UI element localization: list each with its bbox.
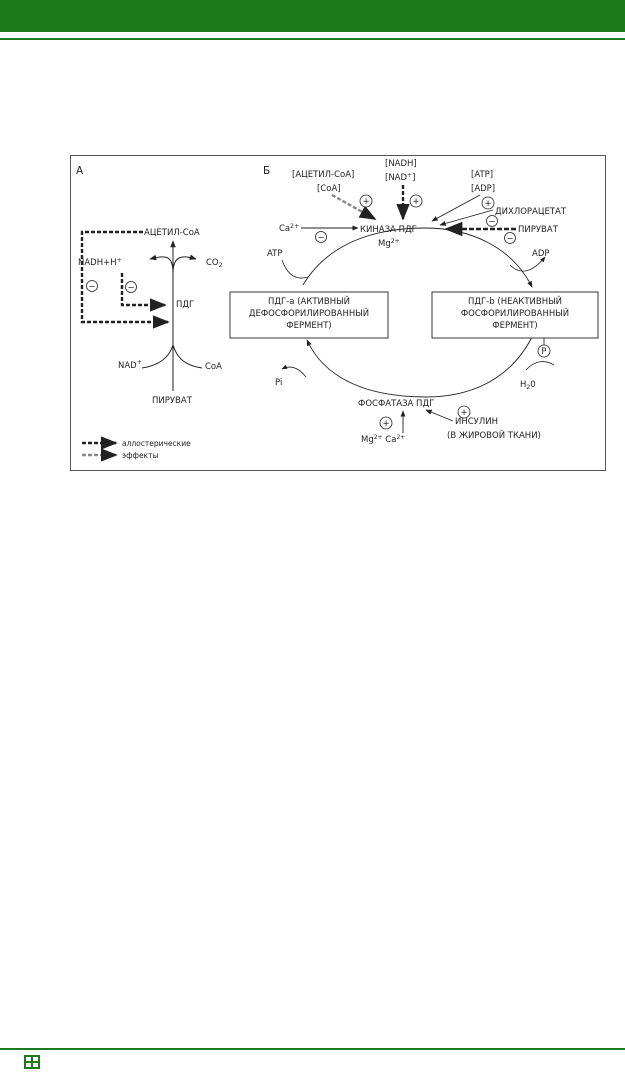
nadh-plus-circle [409,194,423,208]
inhibition-circle-nadh [125,281,137,293]
pi-label: Pi [275,378,282,388]
ca-label: Ca2+ [279,223,299,234]
minus-sign: − [127,283,134,293]
dichloroacetate-label: ДИХЛОРАЦЕТАТ [495,207,567,217]
minus-sign: − [506,234,513,244]
pyruvate-minus-circle [504,232,516,244]
adp-label: ADP [532,249,550,259]
plus-sign: + [460,408,467,418]
phosphatase-pdg-label: ФОСФАТАЗА ПДГ [358,399,434,409]
minus-sign: − [488,217,495,227]
atp-consumption-curve [281,259,309,279]
plus-sign: + [382,419,389,429]
nad-bracket-label: [NAD+] [385,172,415,183]
kinase-mg-label: Mg2+ [378,238,400,249]
atp-activation-arrow [431,194,481,222]
atp-label: ATP [267,249,282,259]
acetylcoa-label: АЦЕТИЛ-CoA [144,228,200,238]
nadh-feedback-dashed-arrow [120,273,167,312]
nadh-bracket-label: [NADH] [385,159,417,169]
minus-sign: − [88,282,95,292]
coa-bracket-label: [CoA] [317,184,341,194]
insulin-activation-arrow [425,409,454,422]
pdg-a-line1: ПДГ-a (АКТИВНЫЙ [268,295,350,307]
atp-plus-circle [481,196,495,210]
nadh-label: NADH+H+ [78,257,122,268]
pyruvate-label: ПИРУВАТ [152,396,193,406]
dichloroacetate-minus-circle [486,215,498,227]
pdg-b-box [431,291,599,339]
pdg-b-line1: ПДГ-b (НЕАКТИВНЫЙ [468,295,562,307]
acetylcoa-plus-circle [359,194,373,208]
nad-label: NAD+ [118,359,142,371]
plus-sign: + [362,197,369,207]
legend-line1: аллостерические [122,439,191,448]
pdg-label: ПДГ [176,300,194,310]
water-label: H20 [520,380,536,391]
coa-input-curve [172,344,203,369]
water-input-curve [525,361,555,371]
ca-minus-circle [315,231,327,243]
adipose-label: (В ЖИРОВОЙ ТКАНИ) [447,429,541,441]
top-header-band [0,0,625,32]
pdh-regulation-figure: А − − АЦЕТИЛ-CoA NADH+H+ CO2 ПДГ NAD+ Co… [70,155,606,471]
cycle-arc-bottom-right [425,336,533,398]
adp-bracket-label: [ADP] [471,184,495,194]
plus-sign: + [412,197,419,207]
pdg-a-line2: ДЕФОСФОРИЛИРОВАННЫЙ [249,307,369,319]
acetylcoa-bracket-label: [АЦЕТИЛ-CoA] [292,170,354,180]
cycle-arc-top-right [424,227,533,288]
phosphate-circle [537,344,551,358]
pdg-b-line2: ФОСФОРИЛИРОВАННЫЙ [461,307,569,319]
legend-line2: эффекты [122,451,158,460]
panel-a-letter: А [76,165,84,177]
inhibition-circle-acetylcoa [86,280,98,292]
insulin-label: ИНСУЛИН [455,417,498,427]
coa-label: CoA [205,362,222,372]
cycle-arc-top-left [302,227,426,286]
pdg-a-box [229,291,389,339]
cycle-arc-bottom-left [306,339,427,398]
kinase-pdg-label: КИНАЗА ПДГ [360,225,417,235]
insulin-plus-circle [457,405,471,419]
top-rule [0,38,625,40]
mg-ca-bottom-label: Mg2+ Ca2+ [361,434,405,445]
minus-sign: − [317,233,324,243]
acetylcoa-activation-dashed-arrow [331,193,377,221]
nadh-release-arrow [149,254,174,274]
nad-input-curve [141,344,174,369]
phosphate-label: P [541,347,546,357]
pdg-b-line3: ФЕРМЕНТ) [492,321,537,331]
pdg-a-line3: ФЕРМЕНТ) [286,321,331,331]
pyruvate-b-label: ПИРУВАТ [518,225,559,235]
panel-b-letter: Б [263,165,270,177]
footer-logo-icon [24,1055,40,1069]
atp-bracket-label: [ATP] [471,170,493,180]
bottom-rule [0,1048,625,1050]
adp-release-arrow [509,256,546,272]
mg-ca-plus-circle [379,416,393,430]
acetylcoa-feedback-dashed-arrow [80,230,170,329]
pi-release-arrow [281,364,307,378]
co2-label: CO2 [206,258,223,269]
plus-sign: + [484,199,491,209]
